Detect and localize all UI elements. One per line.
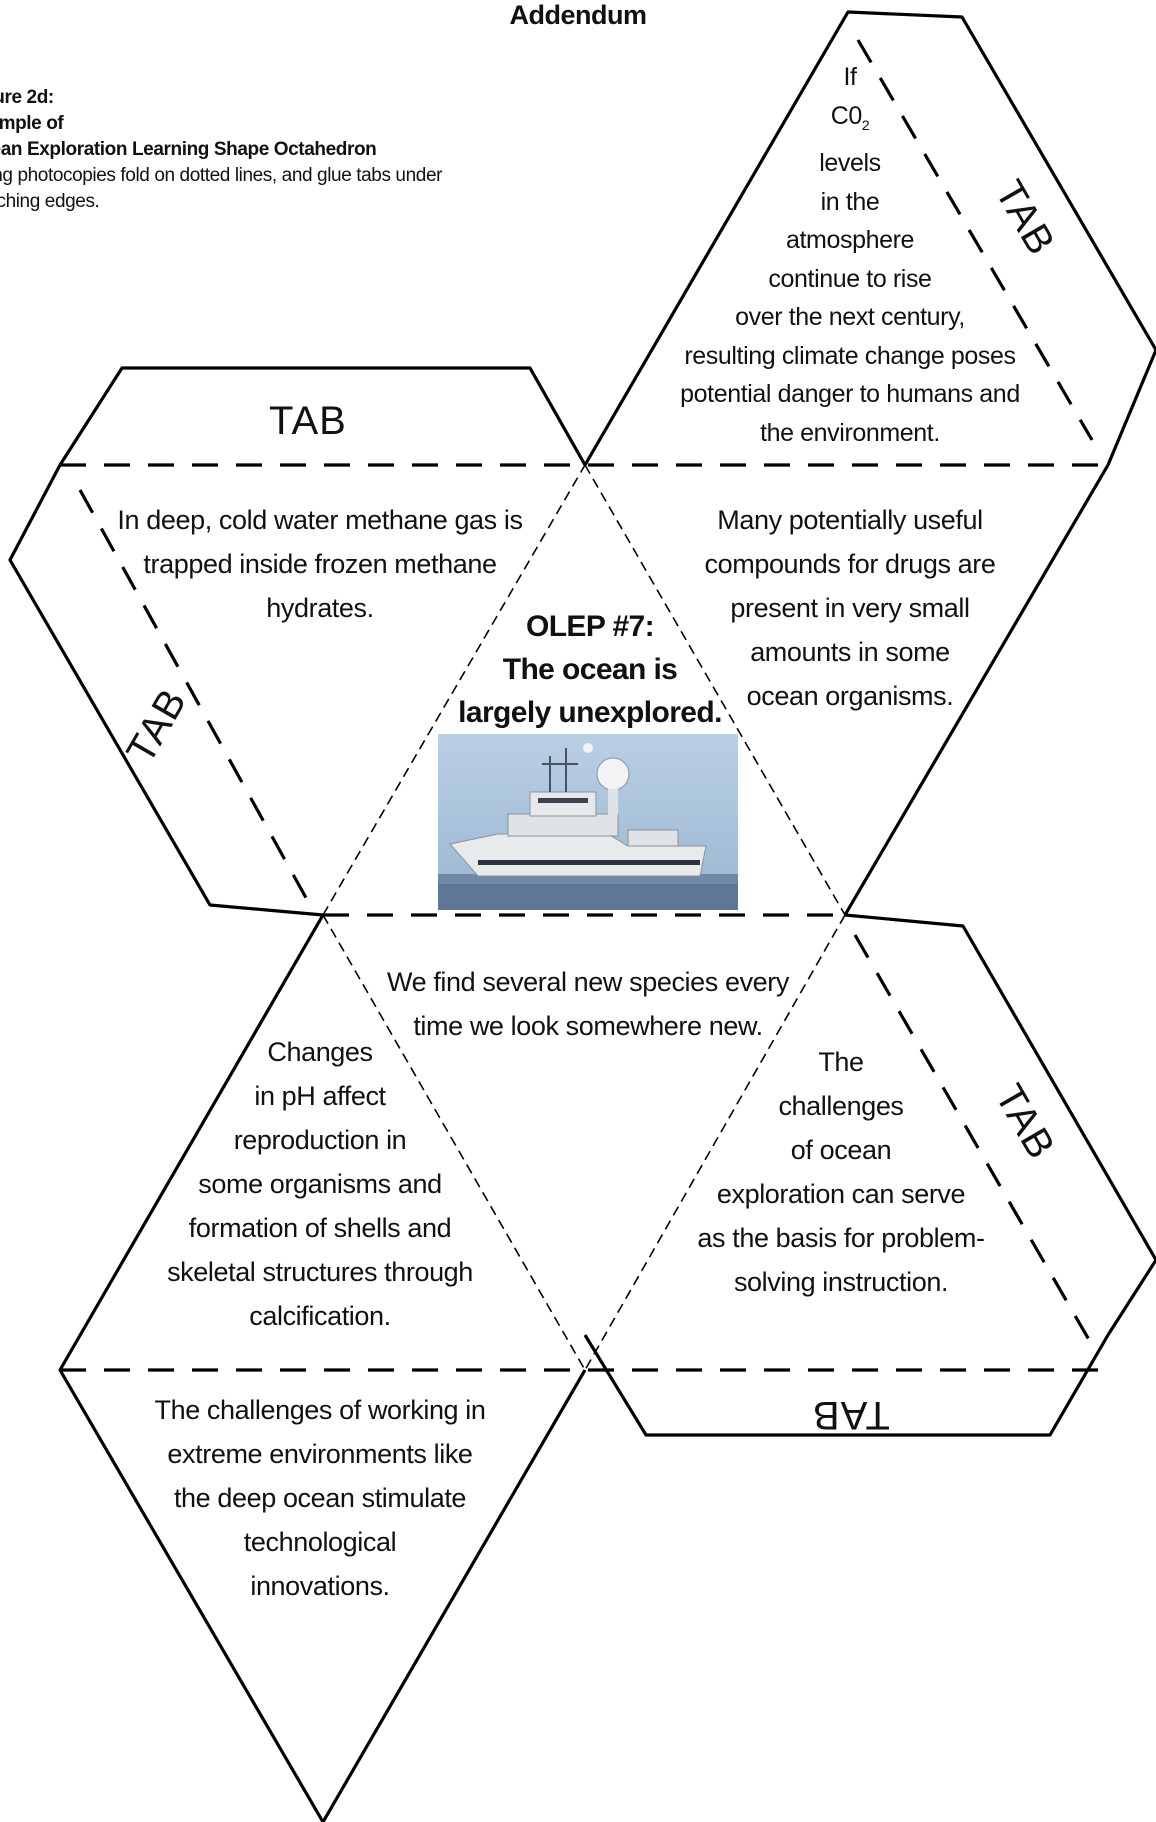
lower-faces-edge (58, 914, 587, 1822)
face-text-challenges: The challenges of ocean exploration can … (697, 1047, 985, 1297)
face-text-species: We find several new species every time w… (387, 967, 789, 1041)
tab-label-bottom: TAB (812, 1393, 890, 1437)
page-title: Addendum (509, 0, 648, 30)
face-text-co2: If C02 levels in the atmosphere continue… (680, 63, 1020, 447)
figure-caption: Figure 2d: Example of Ocean Exploration … (0, 85, 500, 255)
shape-title: Ocean Exploration Learning Shape Octahed… (0, 139, 377, 160)
research-ship-image (438, 734, 738, 910)
top-tab-edge (58, 366, 587, 466)
fine-dashed-folds (322, 464, 846, 1371)
ship-illustration (438, 734, 738, 910)
face-text-methane: In deep, cold water methane gas is trapp… (117, 505, 523, 623)
example-label: Example of (0, 113, 64, 134)
heavy-dashed-folds (60, 39, 1108, 1372)
face-text-ph: Changes in pH affect reproduction in som… (167, 1037, 473, 1331)
figure-label: Figure 2d: (0, 87, 54, 108)
instruction-line: Using photocopies fold on dotted lines, … (0, 165, 443, 186)
compounds-face-edge (843, 464, 1110, 916)
bottom-tab-edge (583, 1334, 1110, 1437)
left-tab-edge (8, 464, 324, 917)
tab-label-top: TAB (269, 399, 347, 443)
lower-right-tab-edge (844, 913, 1156, 1336)
face-text-extreme: The challenges of working in extreme env… (154, 1395, 486, 1601)
solid-edges (8, 10, 1156, 1822)
co2-face-edge (583, 10, 1156, 466)
instruction-line: matching edges. (0, 191, 100, 212)
face-text-compounds: Many potentially useful compounds for dr… (704, 505, 996, 711)
olep-heading: OLEP #7: The ocean is largely unexplored… (458, 610, 722, 729)
